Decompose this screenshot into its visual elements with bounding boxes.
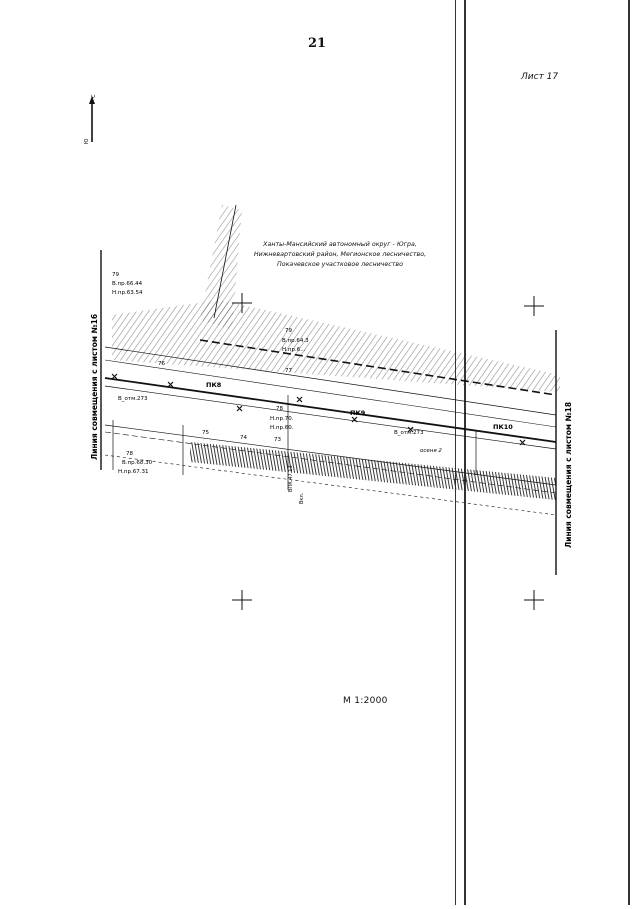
svg-text:75: 75 xyxy=(202,430,209,436)
row-numbers: 76 77 75 74 73 xyxy=(158,361,292,443)
spur-road-line xyxy=(213,204,237,319)
annotation-center-top: 79 В.пр.64.3 Н.пр.6... xyxy=(282,328,309,353)
svg-text:78: 78 xyxy=(126,451,133,457)
region-description: Ханты-Мансийский автономный округ - Югра… xyxy=(240,240,440,270)
svg-text:Н.пр.63.54: Н.пр.63.54 xyxy=(112,290,143,296)
scan-edge-line-2 xyxy=(464,0,466,905)
survey-ticks xyxy=(112,395,477,490)
annotation-left-bottom: 78 В.пр.68.30 Н.пр.67.31 xyxy=(118,451,153,475)
sheet-label: Лист 17 xyxy=(521,72,559,82)
forest-hatch-bottom xyxy=(190,442,556,500)
svg-text:77: 77 xyxy=(285,368,292,374)
match-line-left-label: Линия совмещения с листом №16 xyxy=(90,314,99,460)
north-arrow-top-label: С xyxy=(91,94,97,98)
scan-edge-line-3 xyxy=(628,0,630,905)
annotation-lower-2: Вкл. xyxy=(299,492,305,504)
region-line-3: Покачевское участковое лесничество xyxy=(277,261,403,268)
scale-label: М 1:2000 xyxy=(343,696,388,706)
match-line-right-label: Линия совмещения с листом №18 xyxy=(564,402,573,548)
north-arrow: Ю С xyxy=(84,94,97,144)
north-arrow-label: Ю xyxy=(84,138,90,144)
svg-text:73: 73 xyxy=(274,437,281,443)
annotation-right-mid: В_отм.273 xyxy=(394,430,424,436)
annotation-left-mid: В_отм.273 xyxy=(118,396,148,402)
annotation-road-label: осеня 2 xyxy=(420,448,442,454)
svg-text:В.пр.68.30: В.пр.68.30 xyxy=(122,460,153,466)
forest-hatch-top xyxy=(112,300,560,392)
forest-hatch-spur xyxy=(200,205,242,330)
annotation-center-mid: 78 Н.пр.70. Н.пр.60. xyxy=(270,406,294,431)
svg-text:79: 79 xyxy=(285,328,292,334)
picket-pk8: ПК8 xyxy=(206,381,222,389)
svg-text:Н.пр.70.: Н.пр.70. xyxy=(270,416,294,422)
svg-text:В.пр.64.3: В.пр.64.3 xyxy=(282,338,309,344)
svg-text:79: 79 xyxy=(112,272,119,278)
region-line-2: Нижневартовский район, Мегионское леснич… xyxy=(253,251,427,258)
svg-text:Н.пр.67.31: Н.пр.67.31 xyxy=(118,469,148,475)
registration-mark-top-right xyxy=(524,296,544,316)
annotation-left-top: 79 В.пр.66.44 Н.пр.63.54 xyxy=(112,272,143,296)
registration-mark-bottom-right xyxy=(524,590,544,610)
svg-text:В.пр.66.44: В.пр.66.44 xyxy=(112,281,143,287)
picket-pk9: ПК9 xyxy=(350,409,366,417)
scan-edge-line-1 xyxy=(455,0,456,905)
annotation-lower-1: ВПК.47.13 xyxy=(288,465,294,492)
svg-text:76: 76 xyxy=(158,361,165,367)
svg-text:74: 74 xyxy=(240,435,247,441)
page-number: 21 xyxy=(308,36,327,51)
boundary-markers xyxy=(111,373,526,446)
region-line-1: Ханты-Мансийский автономный округ - Югра… xyxy=(263,241,417,248)
registration-mark-bottom-left xyxy=(232,590,252,610)
picket-pk10: ПК10 xyxy=(493,423,513,431)
svg-text:Н.пр.60.: Н.пр.60. xyxy=(270,425,294,431)
svg-text:Н.пр.6...: Н.пр.6... xyxy=(282,347,306,353)
svg-text:78: 78 xyxy=(276,406,283,412)
